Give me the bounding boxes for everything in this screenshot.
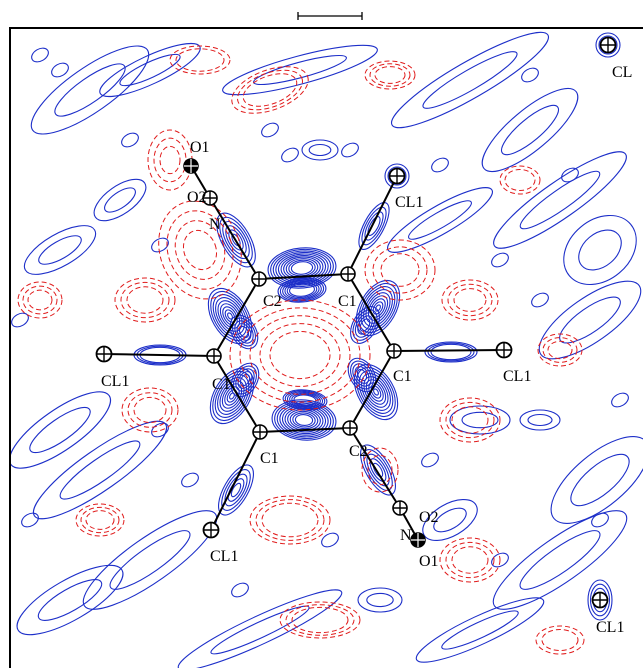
atom-c2-lower — [342, 420, 358, 436]
atom-o1-bottom — [410, 532, 426, 548]
label-c2-lower: C2 — [349, 443, 368, 460]
label-cl1-upper: CL1 — [395, 194, 423, 211]
atom-cl1-right — [495, 341, 513, 359]
atom-labels: O1 O2 N C2 C1 CL1 CL CL1 C1 C1 CL1 C1 C2… — [101, 64, 632, 636]
atom-c1-left — [206, 348, 222, 364]
label-o2-top: O2 — [187, 189, 207, 206]
scale-bar — [297, 12, 363, 20]
atom-n-top — [202, 190, 218, 206]
label-c1-right: C1 — [393, 368, 412, 385]
label-c1-lower: C1 — [260, 450, 279, 467]
label-o1-bottom: O1 — [419, 553, 439, 570]
label-c1-upper: C1 — [338, 293, 357, 310]
atom-o1-top — [183, 158, 199, 174]
atom-cl1-upper — [388, 167, 406, 185]
label-cl1-left: CL1 — [101, 373, 129, 390]
atom-cl-topright — [599, 36, 617, 54]
label-n-top: N — [209, 216, 221, 233]
label-cl1-right: CL1 — [503, 368, 531, 385]
atom-cl1-bottomright — [591, 591, 609, 609]
plot-frame — [9, 27, 643, 668]
label-cl1-bottom: CL1 — [210, 548, 238, 565]
positive-contours — [10, 31, 643, 668]
label-o1-top: O1 — [190, 139, 210, 156]
label-cl-topright: CL — [612, 64, 632, 81]
label-cl1-bottomright: CL1 — [596, 619, 624, 636]
negative-contours — [17, 45, 585, 655]
atom-c2-upper — [251, 271, 267, 287]
label-n-bottom: N — [400, 527, 412, 544]
atom-c1-lower — [252, 424, 268, 440]
atom-cl1-left — [95, 345, 113, 363]
atom-c1-right — [386, 343, 402, 359]
atom-n-bottom — [392, 500, 408, 516]
molecule-bonds — [103, 165, 505, 541]
atom-c1-upper — [340, 266, 356, 282]
label-o2-bottom: O2 — [419, 509, 439, 526]
atom-cl1-bottom — [202, 521, 220, 539]
label-c1-left: C1 — [212, 376, 231, 393]
label-c2-upper: C2 — [263, 293, 282, 310]
